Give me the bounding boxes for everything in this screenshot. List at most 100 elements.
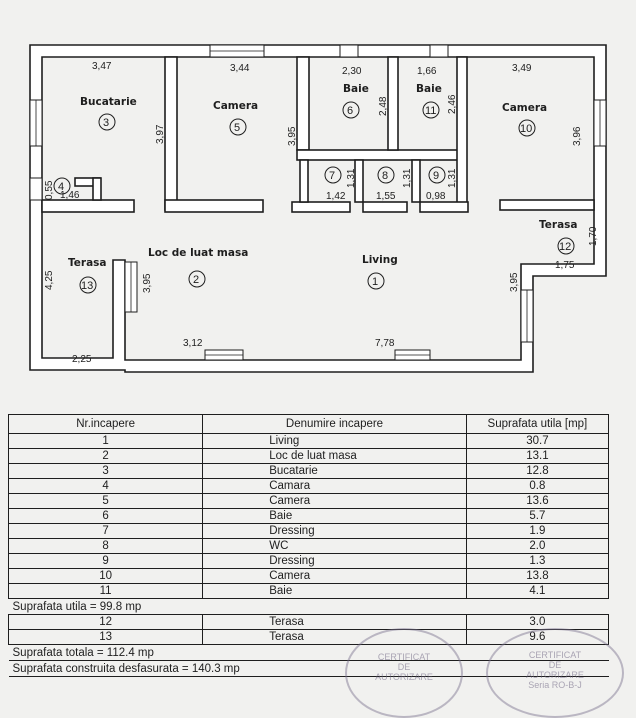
room-labels: Bucatarie 3 Camera 5 Baie 6 Baie 11 Came… [53,83,578,294]
cell-denumire: Dressing [202,523,467,539]
dim-ter13-height: 4,25 [44,270,55,290]
room-num-11: 11 [425,105,436,117]
dim-living-width: 7,78 [375,338,395,349]
cell-suprafata: 13.1 [465,448,610,464]
room-num-1: 1 [372,276,378,288]
summary-utila: Suprafata utila = 99.8 mp [8,598,609,615]
room-name-camera-10: Camera [502,102,547,114]
room-name-baie-6: Baie [343,83,369,95]
cell-nr: 10 [7,568,204,584]
dim-ter12-width: 1,75 [555,260,575,271]
room-name-terasa-12: Terasa [539,219,578,231]
room-num-8: 8 [382,170,388,182]
room-name-loc-de-luat-masa: Loc de luat masa [148,247,248,259]
room-num-3: 3 [103,117,109,129]
cell-suprafata: 4.1 [465,583,610,599]
col-header-denumire: Denumire incapere [202,414,467,434]
dim-bath6-height: 2,48 [378,96,389,116]
room-num-9: 9 [433,170,439,182]
cell-suprafata: 13.6 [465,493,610,509]
room-num-6: 6 [347,105,353,117]
cell-denumire: Baie [202,508,467,524]
cell-denumire: Loc de luat masa [202,448,467,464]
dim-dining-width: 3,12 [183,338,203,349]
cell-suprafata: 1.9 [465,523,610,539]
cell-nr: 2 [7,448,204,464]
cell-nr: 8 [7,538,204,554]
dim-bath11-height: 2,46 [447,94,458,114]
dim-wc8-height: 1,31 [402,168,413,188]
dim-dining-height: 3,95 [142,273,153,293]
dim-room10-height: 3,96 [572,126,583,146]
dim-pantry-height: 0,55 [44,180,55,200]
cell-suprafata: 5.7 [465,508,610,524]
room-name-camera-5: Camera [213,100,258,112]
dim-room5-height: 3,95 [287,126,298,146]
cell-denumire: Camera [202,568,467,584]
cell-denumire: Terasa [202,614,467,630]
dim-bath11-width: 1,66 [417,66,437,77]
interior-walls [41,56,595,213]
room-name-terasa-13: Terasa [68,257,107,269]
room-name-baie-11: Baie [416,83,442,95]
dim-d9-height: 1,31 [447,168,458,188]
cell-suprafata: 13.8 [465,568,610,584]
cell-nr: 9 [7,553,204,569]
rooms-table: Nr.incapere Denumire incapere Suprafata … [7,414,610,677]
cell-nr: 7 [7,523,204,539]
room-num-10: 10 [520,123,532,135]
room-name-bucatarie: Bucatarie [80,96,137,108]
cell-nr: 13 [7,629,204,645]
dimension-labels: 3,47 3,97 3,44 3,95 2,30 2,48 1,66 2,46 … [44,61,599,365]
dim-room10-width: 3,49 [512,63,532,74]
room-num-4: 4 [58,181,64,193]
room-num-7: 7 [329,170,335,182]
dim-pantry-width: 1,46 [60,190,80,201]
cell-suprafata: 0.8 [465,478,610,494]
table-header: Nr.incapere Denumire incapere Suprafata … [7,414,610,434]
room-num-5: 5 [234,122,240,134]
room-name-living: Living [362,254,398,266]
cell-denumire: Camara [202,478,467,494]
room-num-13: 13 [81,280,93,292]
cell-nr: 12 [7,614,204,630]
cell-nr: 11 [7,583,204,599]
dim-bath6-width: 2,30 [342,66,362,77]
dim-kitchen-width: 3,47 [92,61,112,72]
dim-ter13-width: 2,25 [72,354,92,365]
cell-denumire: Dressing [202,553,467,569]
floor-plan: 3,47 3,97 3,44 3,95 2,30 2,48 1,66 2,46 … [29,44,607,373]
cell-denumire: Bucatarie [202,463,467,479]
dim-living-height: 3,95 [509,272,520,292]
cell-suprafata: 1.3 [465,553,610,569]
cell-denumire: WC [202,538,467,554]
cell-nr: 6 [7,508,204,524]
cell-suprafata: 30.7 [465,433,610,449]
cell-denumire: Camera [202,493,467,509]
room-num-2: 2 [193,274,199,286]
cell-nr: 4 [7,478,204,494]
cell-suprafata: 12.8 [465,463,610,479]
cell-suprafata: 3.0 [465,614,610,630]
dim-d7-height: 1,31 [346,168,357,188]
dim-room5-width: 3,44 [230,63,250,74]
dim-wc8-width: 1,55 [376,191,396,202]
windows [29,44,607,361]
cell-suprafata: 2.0 [465,538,610,554]
cell-denumire: Baie [202,583,467,599]
dim-ter12-height: 1,70 [588,226,599,246]
col-header-suprafata: Suprafata utila [mp] [465,414,610,434]
cell-nr: 1 [7,433,204,449]
